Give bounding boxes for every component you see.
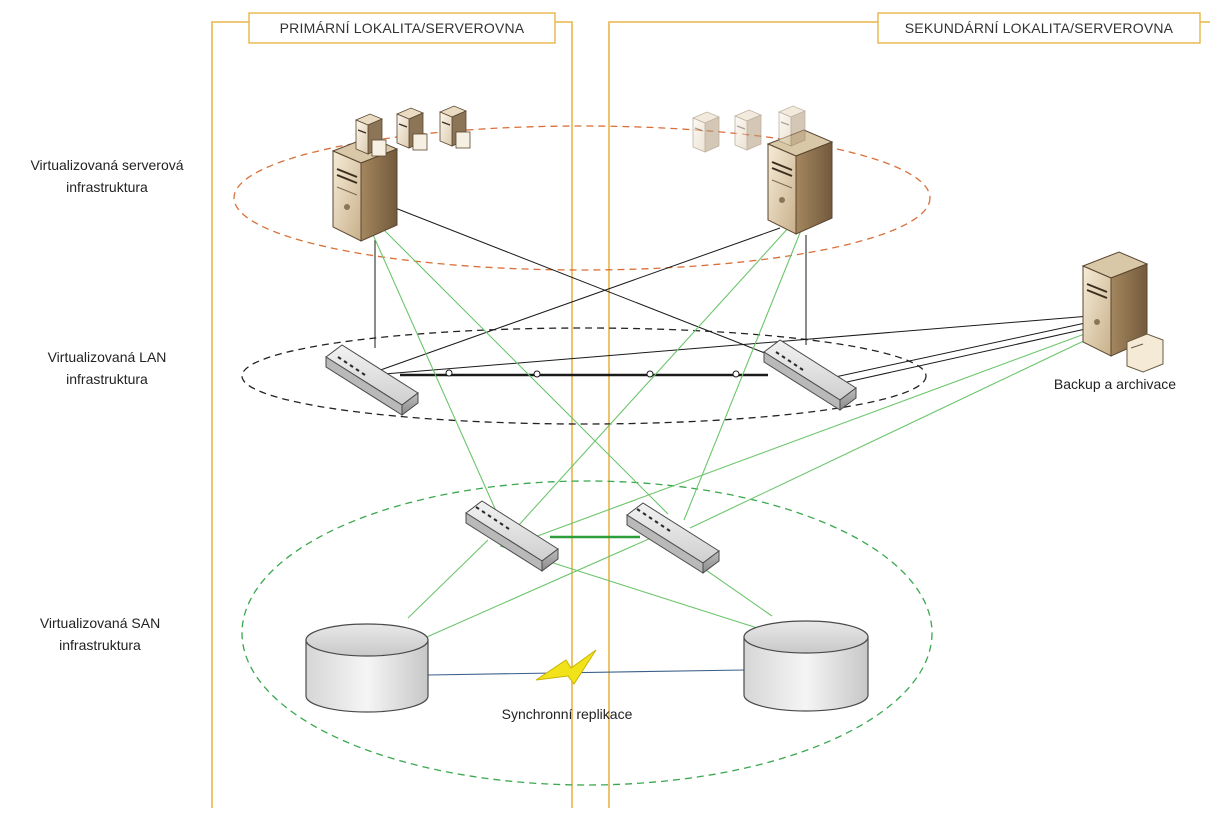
primary-san-switch-icon (465, 500, 559, 572)
lan-layer-label-line1: Virtualizovaná LAN (48, 349, 167, 365)
primary-lan-switch-icon (325, 344, 419, 416)
san-layer-label: Virtualizovaná SAN infrastruktura (40, 615, 160, 653)
secondary-site-header: SEKUNDÁRNÍ LOKALITA/SERVEROVNA (877, 12, 1201, 44)
replication-label: Synchronní replikace (502, 706, 633, 722)
server-layer-label: Virtualizovaná serverová infrastruktura (30, 157, 183, 195)
backup-server-icon (1081, 251, 1164, 373)
server-zone-ellipse (233, 125, 931, 271)
lan-trunk-link (400, 369, 768, 378)
secondary-storage-icon (743, 620, 869, 712)
secondary-lan-switch-icon (763, 339, 857, 411)
primary-vm-icon-1 (354, 113, 387, 157)
secondary-site-title: SEKUNDÁRNÍ LOKALITA/SERVEROVNA (905, 20, 1174, 36)
lightning-icon (535, 649, 597, 685)
secondary-vm-icon-3 (777, 105, 807, 147)
ethernet-links (359, 194, 1091, 389)
primary-vm-icon-2 (395, 107, 428, 151)
secondary-physical-server-icon (766, 129, 834, 235)
server-layer-label-line1: Virtualizovaná serverová (30, 157, 183, 173)
san-layer-label-line2: infrastruktura (59, 637, 141, 653)
secondary-san-switch-icon (626, 502, 720, 574)
backup-label: Backup a archivace (1054, 376, 1176, 392)
secondary-vm-icon-1 (691, 111, 721, 153)
primary-storage-icon (305, 623, 429, 713)
replication-link (427, 669, 746, 676)
primary-site-title: PRIMÁRNÍ LOKALITA/SERVEROVNA (280, 20, 525, 36)
secondary-vm-icon-2 (733, 109, 763, 151)
primary-vm-icon-3 (438, 105, 471, 149)
san-layer-label-line1: Virtualizovaná SAN (40, 615, 160, 631)
san-zone-ellipse (241, 480, 933, 786)
lan-zone-ellipse (241, 327, 927, 425)
lan-layer-label: Virtualizovaná LAN infrastruktura (48, 349, 167, 387)
server-layer-label-line2: infrastruktura (66, 179, 148, 195)
lan-layer-label-line2: infrastruktura (66, 371, 148, 387)
primary-site-header: PRIMÁRNÍ LOKALITA/SERVEROVNA (248, 12, 556, 44)
fibre-channel-links (369, 225, 1091, 641)
